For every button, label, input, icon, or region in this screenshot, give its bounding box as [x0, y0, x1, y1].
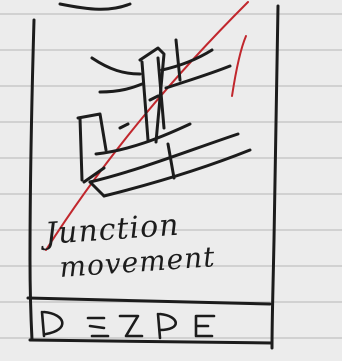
junction-sketch: [78, 40, 250, 196]
footer-scribble-marks: [42, 312, 214, 338]
